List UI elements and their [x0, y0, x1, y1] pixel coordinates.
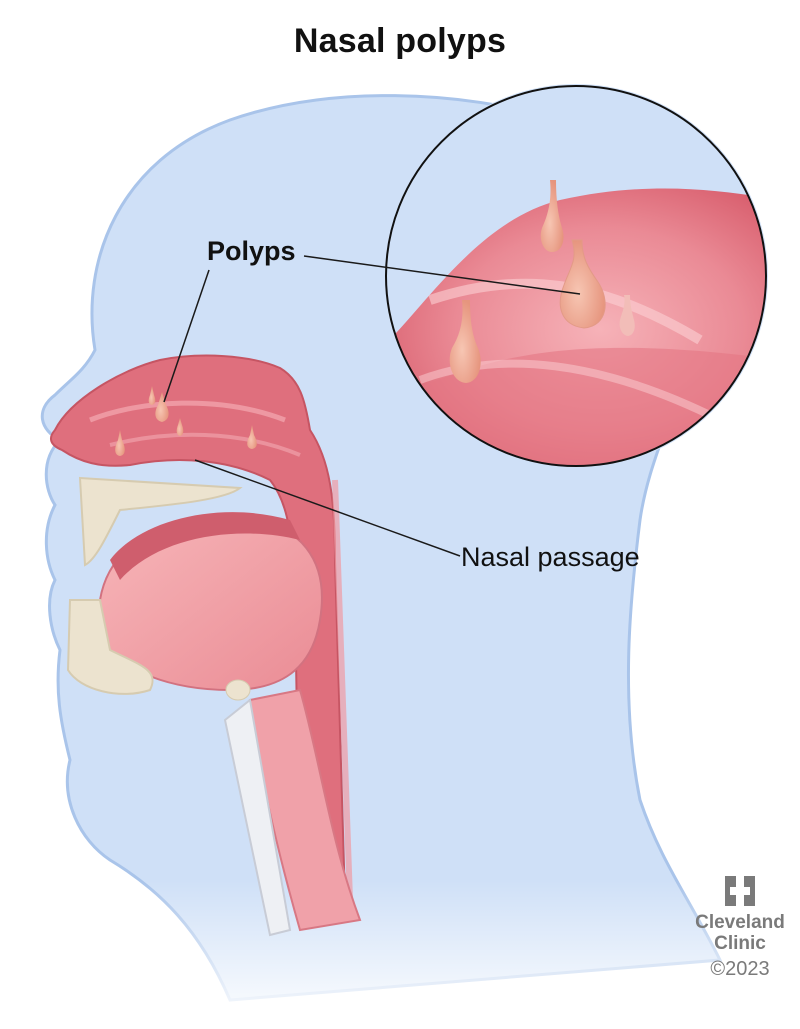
trachea [223, 679, 362, 937]
nasal-passage-leader-line [194, 459, 461, 557]
cleveland-clinic-logo: Cleveland Clinic ©2023 [692, 876, 788, 982]
leader-lines [163, 255, 581, 557]
tongue [99, 512, 323, 692]
logo-name-line1: Cleveland [695, 912, 785, 933]
inset-polyp-top [540, 180, 564, 252]
inset-polyp-left [449, 300, 481, 383]
magnified-inset [384, 84, 768, 468]
polyps-leader-line-inset [303, 255, 581, 295]
logo-name-line2: Clinic [714, 933, 766, 954]
polyps-label: Polyps [207, 236, 296, 266]
palate-bone [78, 476, 243, 567]
inset-polyp-small [619, 295, 635, 336]
copyright-text: ©2023 [710, 958, 770, 980]
diagram-title: Nasal polyps [293, 22, 507, 60]
jaw-bone [66, 599, 154, 695]
cleveland-clinic-cross-icon [725, 876, 755, 906]
nasal-passage-label: Nasal passage [461, 542, 640, 572]
polyps-leader-line-main [163, 269, 210, 403]
inset-polyp-large [559, 239, 606, 329]
polyps-main-view [115, 386, 257, 456]
